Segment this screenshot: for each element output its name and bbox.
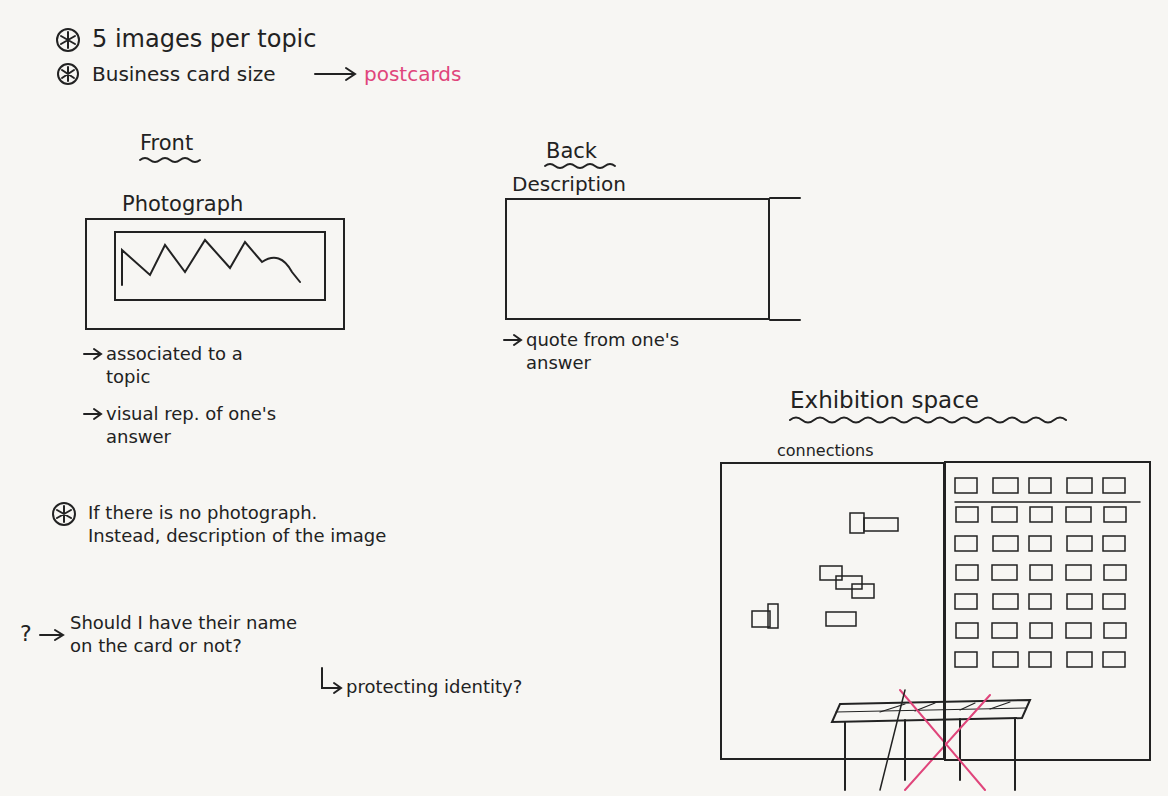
card-symbol: [956, 623, 978, 638]
note-text: Back: [546, 138, 597, 164]
card-symbol: [992, 507, 1017, 522]
note-text: visual rep. of one's answer: [106, 403, 286, 448]
exhibition-wall: [945, 462, 1150, 760]
arrow: [315, 68, 355, 80]
card-symbol: [992, 565, 1017, 580]
note-text: protecting identity?: [346, 676, 522, 699]
wavy-underline: [790, 418, 1066, 423]
card-symbol: [1104, 623, 1126, 638]
table-leg: [880, 690, 905, 790]
note-text: quote from one's answer: [526, 329, 706, 374]
card-symbol: [1030, 507, 1052, 522]
wavy-underline: [140, 158, 200, 162]
box-heading: connections: [777, 441, 874, 460]
card-symbol: [955, 478, 977, 493]
note-text: ?: [20, 620, 32, 648]
description-card: Description: [505, 198, 770, 320]
table-symbol: [832, 700, 1030, 790]
box-heading: Description: [512, 172, 626, 196]
card-symbol: [1103, 594, 1125, 609]
card-symbol: [1066, 565, 1091, 580]
card-symbol: [992, 623, 1017, 638]
asterisk-symbol: [53, 29, 79, 525]
note-text: postcards: [364, 62, 461, 87]
card-symbol: [955, 652, 977, 667]
card-symbol: [956, 565, 978, 580]
card-grid: [955, 478, 1126, 667]
card-symbol: [1067, 594, 1092, 609]
card-symbol: [993, 536, 1018, 551]
photo-card: Photograph: [85, 218, 345, 330]
wavy-underline: [545, 164, 615, 168]
card-symbol: [993, 478, 1018, 493]
card-symbol: [1029, 536, 1051, 551]
card-symbol: [956, 507, 978, 522]
scribble: [122, 240, 300, 285]
card-symbol: [1067, 478, 1092, 493]
note-text: Front: [140, 130, 193, 156]
card-symbol: [1066, 623, 1091, 638]
card-symbol: [1104, 565, 1126, 580]
note-text: 5 images per topic: [92, 24, 316, 54]
card-symbol: [955, 594, 977, 609]
card-symbol: [993, 594, 1018, 609]
card-symbol: [1103, 478, 1125, 493]
card-symbol: [1103, 536, 1125, 551]
card-symbol: [1067, 652, 1092, 667]
card-symbol: [1029, 652, 1051, 667]
card-edge: [770, 198, 800, 320]
note-text: If there is no photograph. Instead, desc…: [88, 502, 388, 547]
note-text: Exhibition space: [790, 386, 979, 415]
card-symbol: [1067, 536, 1092, 551]
card-symbol: [1030, 565, 1052, 580]
note-text: associated to a topic: [106, 343, 286, 388]
photo-frame: [115, 232, 325, 300]
card-symbol: [1029, 594, 1051, 609]
card-symbol: [1030, 623, 1052, 638]
card-symbol: [993, 652, 1018, 667]
card-symbol: [1103, 652, 1125, 667]
card-symbol: [1104, 507, 1126, 522]
exhibition-wall: connections: [720, 462, 945, 760]
box-heading: Photograph: [122, 192, 243, 216]
arrow: [40, 335, 521, 693]
card-symbol: [1066, 507, 1091, 522]
note-text: Should I have their name on the card or …: [70, 612, 300, 657]
cross-out: [900, 690, 990, 790]
strike-line: [955, 501, 1140, 503]
card-cluster: [752, 513, 898, 628]
card-symbol: [1029, 478, 1051, 493]
card-symbol: [955, 536, 977, 551]
note-text: Business card size: [92, 62, 276, 87]
